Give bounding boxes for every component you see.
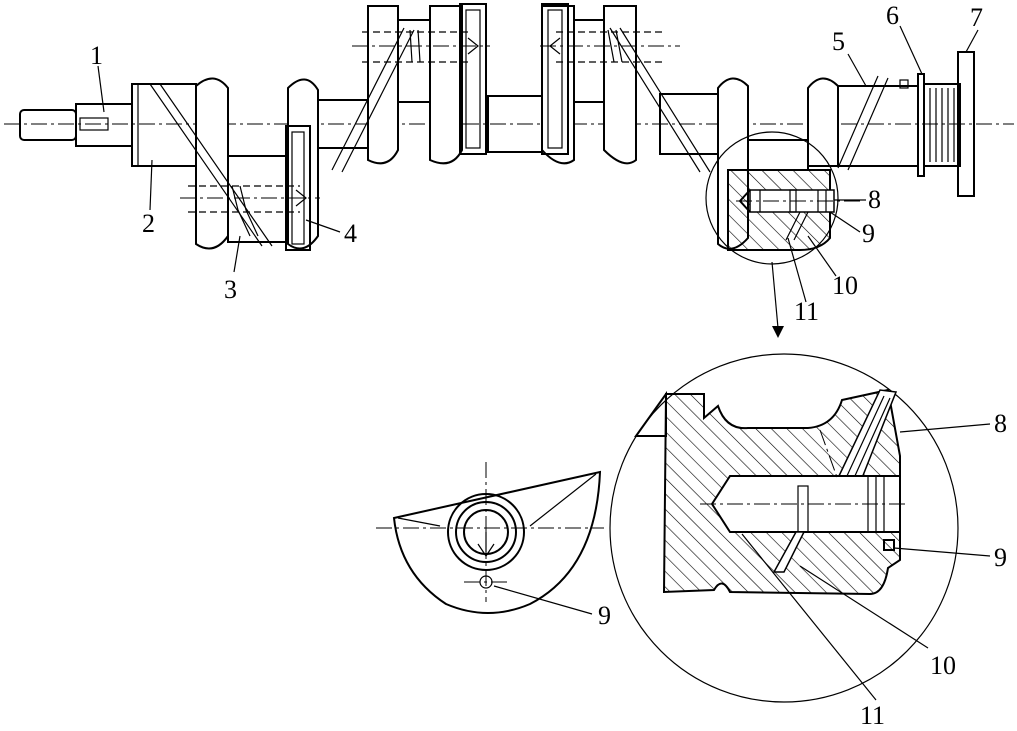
callout-2: 2 (142, 209, 155, 238)
end-view: 9 (376, 462, 611, 630)
callout-11: 11 (794, 297, 819, 326)
detail-bore (710, 475, 901, 533)
oil-drillings (149, 27, 889, 247)
callout-8: 8 (868, 185, 881, 214)
counterweights (285, 3, 569, 251)
callout-10: 10 (832, 271, 858, 300)
callout-3: 3 (224, 275, 237, 304)
callout-1: 1 (90, 41, 103, 70)
detail-callout-8: 8 (994, 409, 1007, 438)
callout-6: 6 (886, 1, 899, 30)
detail-callout-9: 9 (994, 543, 1007, 572)
callout-5: 5 (832, 27, 845, 56)
callout-9: 9 (862, 219, 875, 248)
top-leader-lines (97, 25, 979, 303)
detail-callout-11: 11 (860, 701, 885, 730)
detail-callout-10: 10 (930, 651, 956, 680)
detail-view: 8 9 10 11 (609, 353, 1007, 730)
detail-region (705, 131, 860, 338)
callout-7: 7 (970, 3, 983, 32)
end-view-callout-9: 9 (598, 601, 611, 630)
callout-4: 4 (344, 219, 357, 248)
rear-flange (899, 51, 975, 197)
crankshaft-main-view: 1 2 3 4 5 6 7 8 9 10 11 (4, 1, 1014, 338)
top-callouts: 1 2 3 4 5 6 7 8 9 10 11 (90, 1, 983, 326)
crankpin-centerlines (180, 31, 680, 213)
front-nose (19, 83, 197, 167)
